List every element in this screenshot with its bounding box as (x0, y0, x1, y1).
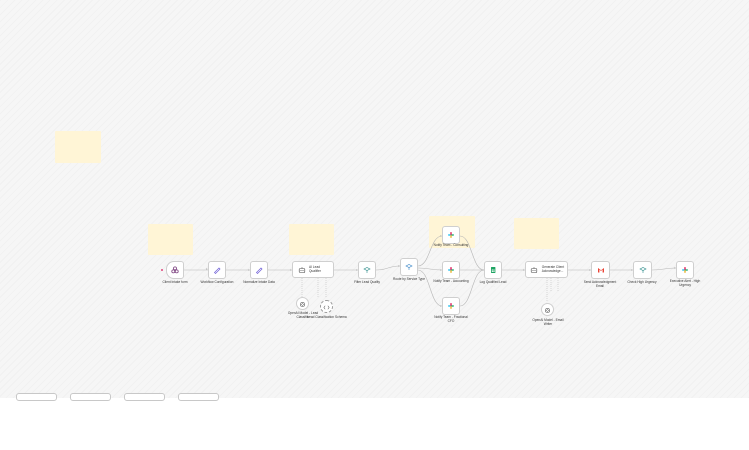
ai-agent-robot-icon (530, 265, 539, 274)
node-label: AI Lead Qualifier (309, 264, 321, 273)
filter-icon (363, 266, 372, 275)
edit-pencil-icon (213, 266, 222, 275)
sticky-note[interactable] (55, 131, 101, 163)
openai-icon (299, 295, 306, 313)
toolbar-button[interactable] (16, 393, 57, 401)
sticky-note[interactable] (514, 218, 559, 249)
node-notify-team-accounting[interactable] (442, 261, 460, 279)
node-lead-classification-schema[interactable] (320, 300, 333, 313)
node-subtitle: · · · (257, 285, 261, 288)
node-client-intake-form[interactable] (166, 261, 184, 279)
slack-icon (681, 266, 690, 275)
node-filter-lead-quality[interactable] (358, 261, 376, 279)
node-subtitle: · · · (598, 289, 602, 292)
ai-agent-robot-icon (297, 265, 306, 274)
edit-pencil-icon (255, 266, 264, 275)
node-route-by-service-type[interactable] (400, 258, 418, 276)
slack-icon (447, 302, 456, 311)
node-label: Check High Urgency (627, 280, 657, 284)
node-generate-client-acknowledgment[interactable]: Generate Client Acknowledge... (525, 261, 568, 278)
node-check-high-urgency[interactable] (633, 261, 652, 279)
node-label: Notify Team - Consulting (433, 243, 469, 247)
node-subtitle: · · · (491, 285, 495, 288)
openai-icon (544, 301, 551, 319)
gmail-icon (596, 266, 605, 275)
node-label: Workflow Configuration (200, 280, 234, 284)
node-send-acknowledgment-email[interactable] (591, 261, 610, 279)
node-workflow-configuration[interactable] (208, 261, 226, 279)
switch-router-icon (405, 263, 414, 272)
connections-layer (184, 235, 677, 307)
toolbar-button[interactable] (70, 393, 111, 401)
node-label: Normalize Intake Data (243, 280, 275, 284)
workflow-canvas[interactable]: Client Intake form Workflow Configuratio… (0, 0, 749, 398)
sticky-note[interactable] (148, 224, 193, 255)
node-notify-team-fractional-cfo[interactable] (442, 297, 460, 315)
node-label: Executive Alert - High Urgency (669, 279, 701, 287)
node-label: Notify Team - Fractional CFO (434, 315, 468, 323)
node-label: OpenAI Model - Lead Classifier (287, 311, 319, 319)
slack-icon (447, 266, 456, 275)
node-label: OpenAI Model - Email Writer (532, 318, 564, 326)
node-normalize-intake-data[interactable] (250, 261, 268, 279)
node-executive-alert[interactable] (676, 261, 694, 279)
node-subtitle: · · · (215, 285, 219, 288)
node-ai-lead-qualifier[interactable]: AI Lead Qualifier (292, 261, 334, 278)
node-label: Client Intake form (162, 280, 188, 284)
google-sheets-icon (489, 266, 498, 275)
form-trigger-icon (171, 266, 180, 275)
output-parser-icon (323, 298, 330, 316)
node-label: Route by Service Type (392, 277, 425, 281)
node-subtitle: · · · (449, 288, 453, 291)
toolbar-button[interactable] (124, 393, 165, 401)
trigger-indicator (161, 269, 163, 271)
node-label: Send Acknowledgment Email (583, 280, 617, 288)
node-label: Log Qualified Lead (479, 280, 507, 284)
slack-icon (447, 231, 456, 240)
node-log-qualified-lead[interactable] (484, 261, 502, 279)
node-label: Filter Lead Quality (354, 280, 380, 284)
node-subtitle: · · · (449, 324, 453, 327)
sticky-note[interactable] (289, 224, 334, 255)
node-label: Generate Client Acknowledge... (541, 264, 565, 273)
toolbar-button[interactable] (178, 393, 219, 401)
node-label: Notify Team - Accounting (433, 279, 469, 283)
node-openai-email-writer[interactable] (541, 303, 554, 316)
filter-icon (638, 266, 647, 275)
node-label: Lead Classification Schema (307, 315, 347, 319)
node-notify-team-consulting[interactable] (442, 226, 460, 244)
node-subtitle: · · · (449, 248, 453, 251)
node-openai-lead-classifier[interactable] (296, 297, 309, 310)
node-subtitle: · · · (683, 288, 687, 291)
